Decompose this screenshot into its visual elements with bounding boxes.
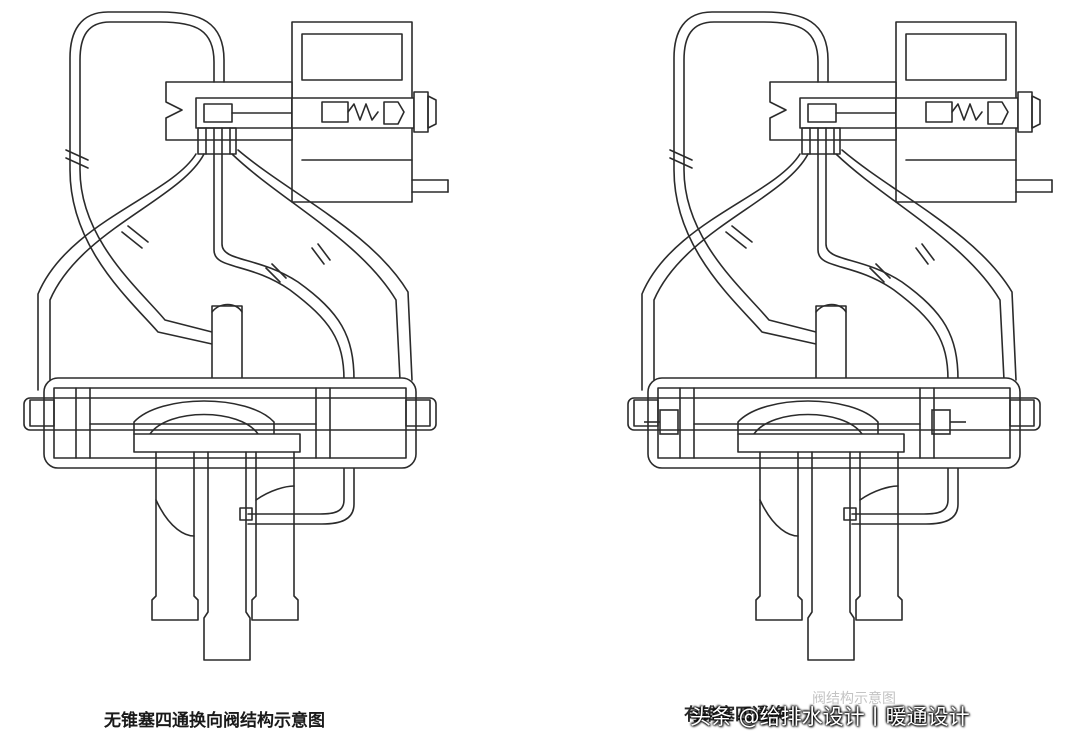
watermark: 头条 @给排水设计丨暖通设计 [690, 705, 970, 729]
caption-right: 有锥塞四通换 [684, 705, 786, 725]
diagram-left [23, 11, 449, 661]
caption-right-faded: 阀结构示意图 [812, 691, 896, 707]
piston-plugs [644, 409, 966, 435]
caption-left: 无锥塞四通换向阀结构示意图 [104, 711, 325, 731]
diagram-right [627, 11, 1053, 661]
